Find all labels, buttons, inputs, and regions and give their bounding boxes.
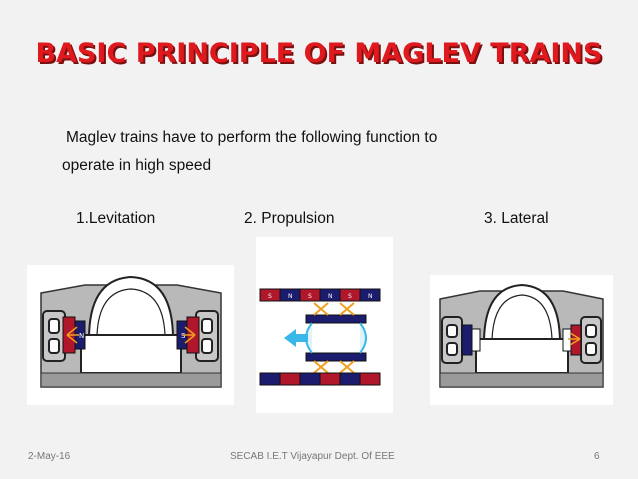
propulsion-bottom-row [259, 372, 381, 386]
label-propulsion: 2. Propulsion [244, 210, 335, 227]
slide-title: BASIC PRINCIPLE OF MAGLEV TRAINS [35, 38, 603, 69]
motion-arrow-icon [284, 329, 308, 347]
label-lateral: 3. Lateral [484, 210, 549, 227]
magnet-letter: S [308, 293, 312, 300]
label-levitation: 1.Levitation [76, 210, 156, 227]
magnet-letter: S [348, 293, 352, 300]
magnet-letter: N [368, 293, 373, 300]
propulsion-top-row: S N S N S N [259, 288, 381, 302]
levitation-magnet-letter: N [79, 332, 84, 340]
lateral-diagram [430, 275, 613, 405]
intro-line-1: Maglev trains have to perform the follow… [66, 129, 438, 146]
magnet-letter: S [268, 293, 272, 300]
intro-paragraph: Maglev trains have to perform the follow… [62, 124, 582, 180]
footer-date: 2-May-16 [28, 451, 71, 462]
levitation-magnet-letter: S [181, 332, 186, 340]
magnet-letter: N [288, 293, 293, 300]
magnet-letter: N [328, 293, 333, 300]
levitation-diagram: N S [27, 265, 234, 405]
propulsion-diagram: S N S N S N [256, 237, 393, 413]
intro-line-2: operate in high speed [62, 157, 212, 174]
page-number: 6 [594, 451, 600, 462]
footer-center: SECAB I.E.T Vijayapur Dept. Of EEE [230, 451, 395, 462]
